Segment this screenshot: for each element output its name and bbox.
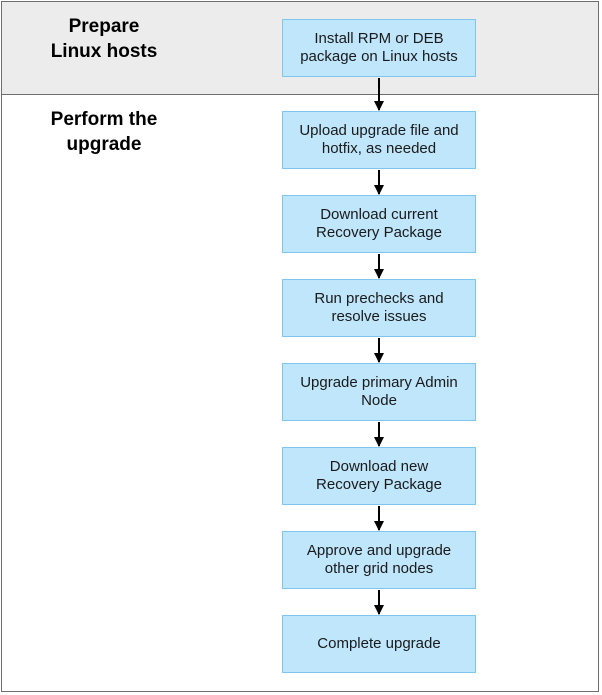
step-approve-upgrade-grid-nodes: Approve and upgrade other grid nodes bbox=[282, 531, 476, 589]
step-download-current-recovery: Download current Recovery Package bbox=[282, 195, 476, 253]
step-complete-upgrade: Complete upgrade bbox=[282, 615, 476, 673]
step-upgrade-admin-node: Upgrade primary Admin Node bbox=[282, 363, 476, 421]
step-run-prechecks: Run prechecks and resolve issues bbox=[282, 279, 476, 337]
step-download-new-recovery: Download new Recovery Package bbox=[282, 447, 476, 505]
phase-label-prepare: Prepare Linux hosts bbox=[50, 16, 158, 62]
step-install-package: Install RPM or DEB package on Linux host… bbox=[282, 19, 476, 77]
step-upload-upgrade-file: Upload upgrade file and hotfix, as neede… bbox=[282, 111, 476, 169]
phase-label-perform: Perform the upgrade bbox=[50, 109, 158, 155]
